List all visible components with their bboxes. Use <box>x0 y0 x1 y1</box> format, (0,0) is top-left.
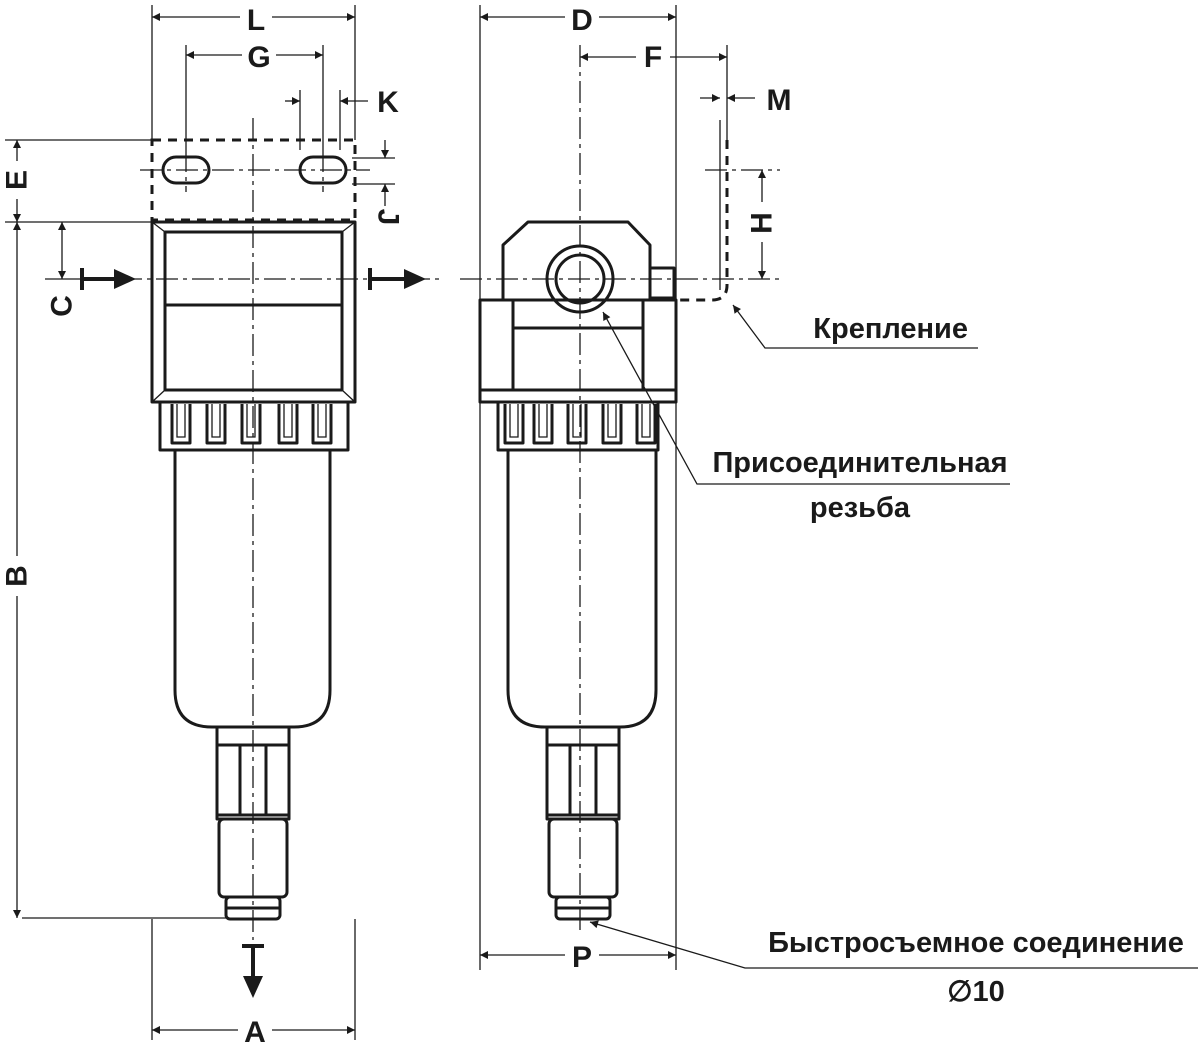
dim-label-B: B <box>1 565 34 587</box>
callout-mounting: Крепление <box>813 313 968 345</box>
dim-label-H: H <box>746 212 779 234</box>
callout-quick-connect: Быстросъемное соединение <box>768 927 1184 959</box>
side-bowl-ribs <box>496 400 660 452</box>
front-view: L G K A E B C J <box>1 2 440 1048</box>
side-hex-nut <box>545 725 621 821</box>
callout-thread-line2: резьба <box>810 492 911 524</box>
side-head-top <box>501 220 652 302</box>
leader-mounting <box>732 304 978 349</box>
dim-label-J: J <box>372 209 405 226</box>
side-view: D F M P H <box>460 2 792 974</box>
dim-label-P: P <box>572 941 592 974</box>
dim-label-E: E <box>1 170 34 190</box>
leader-quick-connect <box>589 920 1198 969</box>
side-bracket <box>676 140 729 302</box>
callouts: Крепление Присоединительная резьба Быстр… <box>589 304 1198 1008</box>
side-drain-body <box>547 817 619 899</box>
dim-label-M: M <box>767 84 792 117</box>
dim-label-K: K <box>377 86 399 119</box>
dim-label-D: D <box>571 4 593 37</box>
dim-label-F: F <box>644 41 662 74</box>
dim-label-A: A <box>244 1016 266 1048</box>
leader-thread <box>602 311 1010 485</box>
callout-thread-line1: Присоединительная <box>712 447 1007 479</box>
front-flow-arrows <box>80 268 426 998</box>
dim-label-G: G <box>247 41 270 74</box>
callout-diameter: ∅10 <box>947 976 1005 1008</box>
dim-label-C: C <box>46 295 79 317</box>
side-head-body <box>478 298 678 404</box>
side-bowl <box>506 450 658 729</box>
front-bowl-ribs <box>158 400 350 452</box>
dim-label-L: L <box>247 4 265 37</box>
